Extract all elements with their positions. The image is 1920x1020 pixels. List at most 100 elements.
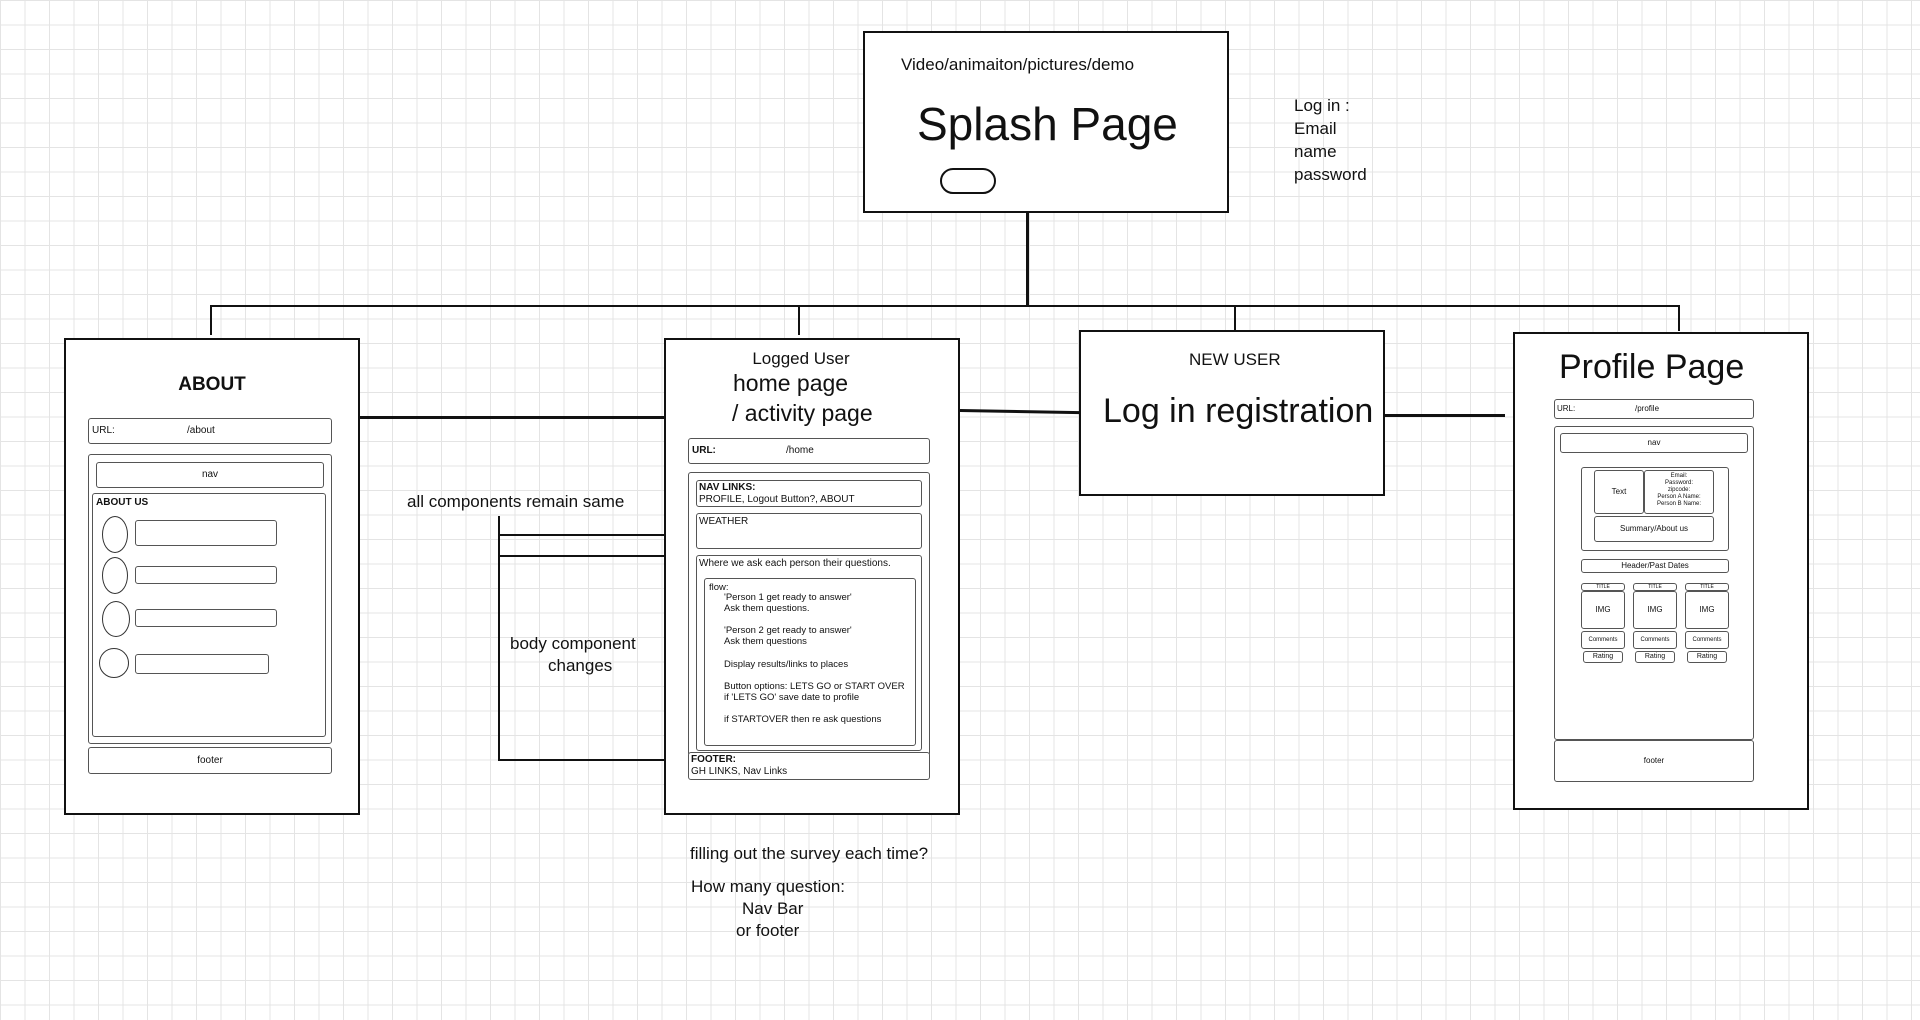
connector-to-about	[210, 305, 212, 335]
profile-url-value: /profile	[1635, 404, 1660, 413]
note-or-footer: or footer	[736, 921, 800, 940]
profile-summary-label: Summary/About us	[1619, 524, 1689, 533]
card-img: IMG	[1581, 591, 1625, 629]
home-content-frame: NAV LINKS: PROFILE, Logout Button?, ABOU…	[688, 472, 930, 756]
bracket-line-2	[500, 555, 692, 557]
about-text-bar	[135, 654, 269, 674]
splash-title: Splash Page	[917, 98, 1178, 150]
card-title-label: TITLE	[1596, 584, 1610, 590]
flow-step: Button options: LETS GO or START OVER	[724, 681, 905, 692]
about-avatar	[102, 601, 130, 637]
profile-text-box: Text	[1594, 470, 1644, 514]
splash-page-box: Video/animaiton/pictures/demo Splash Pag…	[863, 31, 1229, 213]
card-title-label: TITLE	[1700, 584, 1714, 590]
bracket-vertical	[498, 516, 500, 761]
about-text-bar	[135, 566, 277, 584]
about-us-section: ABOUT US	[92, 493, 326, 737]
about-nav[interactable]: nav	[96, 462, 324, 488]
profile-footer-label: footer	[1643, 756, 1665, 765]
home-weather-label: WEATHER	[699, 516, 749, 527]
new-user-title: Log in registration	[1103, 392, 1374, 430]
profile-card[interactable]: TITLE IMG Comments Rating	[1633, 583, 1677, 669]
flow-step: Ask them questions.	[724, 603, 810, 614]
card-comments: Comments	[1581, 631, 1625, 649]
note-how-many: How many question:	[691, 877, 846, 896]
profile-field: Email:	[1670, 473, 1688, 479]
login-note-line: name	[1294, 142, 1337, 161]
home-page-box: Logged User home page / activity page UR…	[664, 338, 960, 815]
about-url-label: URL:	[92, 425, 115, 436]
new-user-label: NEW USER	[1189, 350, 1281, 369]
flow-step: 'Person 2 get ready to answer'	[724, 625, 852, 636]
card-img: IMG	[1685, 591, 1729, 629]
home-nav-links[interactable]: NAV LINKS: PROFILE, Logout Button?, ABOU…	[696, 480, 922, 507]
profile-summary: Summary/About us	[1594, 516, 1714, 542]
splash-button[interactable]	[940, 168, 996, 194]
flow-step: Ask them questions	[724, 636, 807, 647]
bracket-line-3	[500, 759, 692, 761]
connector-to-newuser	[1234, 305, 1236, 331]
card-comments: Comments	[1685, 631, 1729, 649]
home-flow-box: flow: 'Person 1 get ready to answer' Ask…	[704, 578, 916, 746]
profile-header-past-dates: Header/Past Dates	[1581, 559, 1729, 573]
profile-title: Profile Page	[1559, 348, 1745, 386]
card-title: TITLE	[1685, 583, 1729, 591]
profile-card[interactable]: TITLE IMG Comments Rating	[1685, 583, 1729, 669]
login-note: Log in : Email name password	[1294, 94, 1367, 186]
home-footer-value: GH LINKS, Nav Links	[691, 766, 788, 777]
card-rating-label: Rating	[1644, 653, 1666, 660]
card-img: IMG	[1633, 591, 1677, 629]
note-survey: filling out the survey each time?	[690, 844, 929, 863]
home-url-label: URL:	[692, 445, 716, 456]
profile-info-card: Text Email: Password: zipcode: Person A …	[1581, 467, 1729, 551]
about-avatar	[102, 557, 128, 594]
about-avatar	[99, 648, 129, 678]
about-url-bar: URL: /about	[88, 418, 332, 444]
login-note-line: password	[1294, 165, 1367, 184]
profile-text-label: Text	[1611, 487, 1627, 496]
flow-step: if STARTOVER then re ask questions	[724, 714, 882, 725]
home-title-line1: home page	[733, 370, 849, 396]
note-nav-bar: Nav Bar	[742, 899, 804, 918]
note-components-same: all components remain same	[407, 492, 625, 511]
connector-about-home	[360, 416, 665, 419]
about-nav-label: nav	[201, 469, 219, 480]
connector-to-profile	[1678, 305, 1680, 331]
home-questions-section: Where we ask each person their questions…	[696, 555, 922, 751]
profile-card[interactable]: TITLE IMG Comments Rating	[1581, 583, 1625, 669]
card-img-label: IMG	[1647, 605, 1663, 614]
home-title-line2: / activity page	[732, 400, 873, 426]
card-title-label: TITLE	[1648, 584, 1662, 590]
card-comments: Comments	[1633, 631, 1677, 649]
login-note-line: Log in :	[1294, 96, 1350, 115]
connector-newuser-profile	[1385, 414, 1505, 417]
card-rating: Rating	[1687, 651, 1727, 663]
home-footer-label: FOOTER:	[691, 754, 736, 765]
profile-field: Person A Name:	[1657, 494, 1701, 500]
about-text-bar	[135, 520, 277, 546]
connector-horizontal-bus	[210, 305, 1680, 307]
home-url-bar: URL: /home	[688, 438, 930, 464]
about-text-bar	[135, 609, 277, 627]
about-avatar	[102, 516, 128, 553]
card-rating: Rating	[1583, 651, 1623, 663]
splash-subtitle: Video/animaiton/pictures/demo	[901, 55, 1135, 74]
profile-field: zipcode:	[1667, 487, 1691, 493]
home-url-value: /home	[786, 445, 814, 456]
note-body-changes-1: body component	[510, 634, 636, 653]
profile-page-box: Profile Page URL: /profile nav Text Emai…	[1513, 332, 1809, 810]
bracket-line-1	[500, 534, 692, 536]
note-body-changes-2: changes	[548, 656, 613, 675]
card-rating: Rating	[1635, 651, 1675, 663]
new-user-box: NEW USER Log in registration	[1079, 330, 1385, 496]
profile-field: Person B Name:	[1656, 501, 1702, 507]
profile-footer: footer	[1554, 740, 1754, 782]
profile-nav[interactable]: nav	[1560, 433, 1748, 453]
home-footer: FOOTER: GH LINKS, Nav Links	[688, 752, 930, 780]
card-comments-label: Comments	[1640, 637, 1670, 643]
flow-label: flow:	[709, 582, 729, 593]
home-nav-links-label: NAV LINKS:	[699, 482, 756, 493]
login-note-line: Email	[1294, 119, 1337, 138]
about-footer-label: footer	[197, 755, 223, 766]
card-img-label: IMG	[1595, 605, 1611, 614]
